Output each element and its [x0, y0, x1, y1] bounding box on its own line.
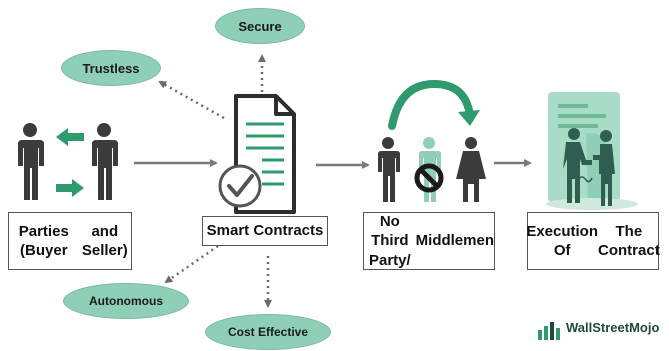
- seller-person-icon: [92, 123, 118, 200]
- autonomous-label: Autonomous: [89, 294, 163, 308]
- curved-arrow-icon: [388, 79, 480, 130]
- prohibited-icon: [414, 163, 444, 193]
- execution-handshake-illustration: [546, 92, 638, 210]
- dotted-arrow-trustless: [158, 80, 225, 120]
- secure-label: Secure: [238, 18, 282, 34]
- execution-line2: The Contract: [598, 222, 660, 260]
- parties-label-line2: and Seller): [81, 222, 128, 260]
- smart-contracts-label: Smart Contracts: [206, 222, 324, 240]
- brand-logo-spacer: [534, 318, 562, 336]
- person-right-icon: [456, 137, 486, 202]
- no-third-party-line2: Middlemen: [415, 232, 494, 250]
- trustless-label: Trustless: [82, 60, 140, 76]
- cost-effective-label: Cost Effective: [227, 325, 309, 339]
- brand-watermark: WallStreetMojo: [534, 318, 659, 336]
- execution-box: Execution Of The Contract: [526, 212, 660, 270]
- cost-effective-ellipse: Cost Effective: [205, 314, 331, 350]
- buyer-person-icon: [18, 123, 44, 200]
- dotted-arrow-autonomous: [164, 244, 219, 284]
- no-third-party-box: No Third Party/ Middlemen: [363, 212, 495, 270]
- parties-box: Parties (Buyer and Seller): [8, 212, 132, 270]
- wallstreetmojo-logo-icon: [538, 322, 560, 340]
- person-left-icon: [378, 137, 400, 202]
- execution-line1: Execution Of: [526, 222, 599, 260]
- no-third-party-line1: No Third Party/: [368, 212, 411, 269]
- secure-ellipse: Secure: [215, 8, 305, 44]
- parties-label-line1: Parties (Buyer: [18, 222, 69, 260]
- smart-contracts-box: Smart Contracts: [202, 216, 328, 246]
- checkmark-badge-icon: [218, 164, 262, 208]
- brand-name: WallStreetMojo: [566, 319, 660, 335]
- exchange-arrows-icon: [56, 128, 84, 197]
- autonomous-ellipse: Autonomous: [63, 283, 189, 319]
- trustless-ellipse: Trustless: [61, 50, 161, 86]
